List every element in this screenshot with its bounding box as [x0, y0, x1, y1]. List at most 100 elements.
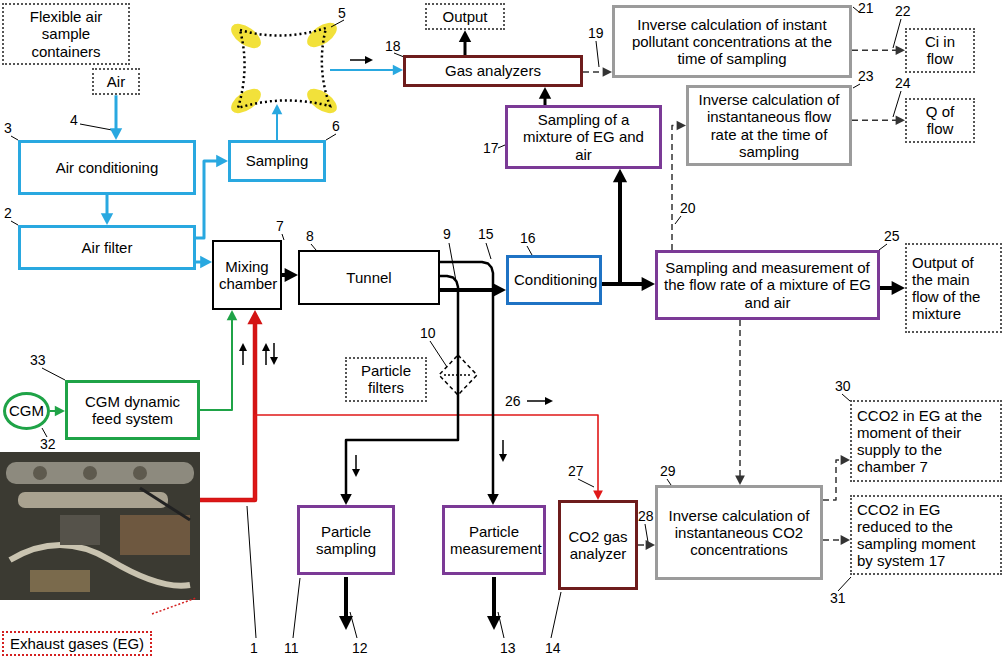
feed-box: CGM dynamic feed system [65, 380, 200, 440]
node-text: Flexible air sample containers [9, 8, 123, 60]
node-text: Particle filters [352, 362, 420, 397]
process-box: Conditioning [506, 255, 602, 305]
photo-ground [0, 452, 200, 600]
callout-number: 31 [830, 590, 846, 606]
process-box: Air filter [18, 225, 196, 270]
callout-number: 8 [306, 228, 314, 244]
outlet-arrows [339, 577, 501, 630]
manifold [6, 462, 194, 484]
arrowhead [896, 45, 905, 55]
note-box: CCO2 in EG reduced to the sampling momen… [850, 495, 1002, 575]
connector-line [346, 276, 458, 497]
leader-line [350, 612, 357, 638]
leader-line [11, 136, 18, 140]
leader-line [486, 243, 491, 259]
flow-connector [196, 256, 212, 268]
callout-number: 14 [545, 640, 561, 656]
leader-line [645, 524, 648, 542]
bag-outline [238, 28, 330, 108]
arrowhead [603, 67, 612, 77]
arrowhead [200, 256, 212, 268]
callout-number: 3 [4, 120, 12, 136]
callout-number: 32 [40, 436, 56, 452]
sampling-box: Particle measurement [442, 505, 546, 575]
small-arrowhead [545, 397, 553, 405]
leader-line [42, 428, 47, 437]
leader-line [893, 19, 901, 48]
small-arrow [265, 350, 267, 365]
engine-part [120, 515, 190, 555]
flow-connector [459, 30, 471, 55]
callout-number: 24 [895, 75, 911, 91]
bag-corner [227, 19, 265, 53]
callout-number: 18 [385, 38, 401, 54]
small-arrow [273, 343, 275, 358]
node-text: Q of flow [912, 103, 968, 138]
flow-connector [110, 95, 122, 140]
arrowhead [735, 476, 745, 485]
bag-corner [227, 84, 265, 118]
small-arrowhead [239, 343, 247, 351]
leader-line [498, 145, 505, 148]
callout-number: 7 [276, 218, 284, 234]
pipe [18, 492, 168, 508]
flow-connector [440, 283, 506, 297]
arrowhead [285, 268, 298, 282]
flow-connector [539, 87, 551, 105]
flow-connector [852, 45, 905, 55]
node-text: Output of the main flow of the mixture [912, 254, 995, 323]
small-arrow [527, 400, 546, 402]
leader-line [893, 91, 901, 117]
calculation-box: Inverse calculation of instantaneous flo… [686, 85, 852, 166]
calculation-box: Inverse calculation of instantaneous CO2… [655, 485, 823, 580]
leader-line [326, 134, 336, 140]
connector-line [440, 262, 493, 497]
note-box: Output [425, 3, 505, 30]
callout-number: 26 [505, 393, 521, 409]
node-text: Sampling and measurement of the flow rat… [663, 259, 872, 311]
flow-connector [196, 155, 228, 238]
node-text: CCO2 in EG reduced to the sampling momen… [857, 501, 995, 570]
node-text: Inverse calculation of instantaneous CO2… [663, 507, 815, 559]
callout-number: 29 [660, 463, 676, 479]
leader-line [551, 592, 561, 638]
connector-line [583, 71, 605, 73]
callout-number: 27 [568, 463, 584, 479]
small-arrowhead [352, 469, 360, 477]
node-text: CO2 gas analyzer [566, 528, 630, 563]
flow-connector [602, 277, 655, 291]
arrowhead [642, 277, 655, 291]
outlet-arrow [492, 577, 496, 618]
arrowhead [677, 121, 686, 131]
bag-corner [303, 84, 341, 118]
connector-line [330, 69, 396, 71]
note-box: Particle filters [345, 357, 427, 402]
arrowhead [247, 310, 262, 324]
arrowhead [227, 310, 238, 320]
node-text: Tunnel [305, 269, 433, 286]
node-text: Inverse calculation of instantaneous flo… [694, 91, 844, 160]
arrowhead [393, 65, 403, 76]
leader-line [247, 506, 256, 638]
node-text: Output [432, 8, 498, 25]
callout-number: 1 [250, 640, 258, 656]
node-text: CCO2 in EG at the moment of their supply… [857, 407, 995, 476]
sampling-box: Particle sampling [297, 505, 395, 575]
connector-line [672, 126, 679, 251]
connector-line [852, 50, 898, 52]
process-box: Sampling [228, 140, 326, 182]
node-text: Particle measurement [450, 523, 538, 558]
flow-connector [340, 276, 458, 505]
node-text: Mixing chamber [219, 258, 275, 293]
arrowhead [613, 169, 627, 182]
arrowhead [539, 87, 551, 99]
flow-connector [823, 455, 850, 500]
connector-line [276, 111, 278, 140]
leader-line [853, 84, 860, 88]
arrowhead [646, 540, 655, 550]
engine-part [60, 515, 100, 545]
connector-line [602, 282, 646, 286]
arrowhead [841, 535, 850, 545]
node-text: Air conditioning [26, 159, 188, 176]
callout-number: 5 [338, 5, 346, 21]
